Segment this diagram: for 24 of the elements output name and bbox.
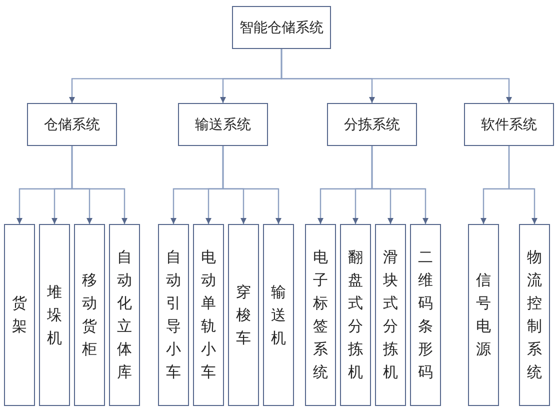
item-box: 信号电源 <box>468 224 499 406</box>
item-box: 电子标签系统 <box>305 224 336 406</box>
item-box: 翻盘式分拣机 <box>340 224 371 406</box>
category-box: 输送系统 <box>178 103 268 146</box>
item-box: 电动单轨小车 <box>193 224 224 406</box>
item-box: 物流控制系统 <box>519 224 550 406</box>
item-box: 滑块式分拣机 <box>375 224 406 406</box>
item-box: 自动化立体库 <box>109 224 140 406</box>
item-box: 自动引导小车 <box>158 224 189 406</box>
category-box: 仓储系统 <box>27 103 117 146</box>
category-box: 软件系统 <box>464 103 554 146</box>
category-box: 分拣系统 <box>327 103 417 146</box>
item-box: 二维码条形码 <box>410 224 441 406</box>
item-box: 货架 <box>4 224 35 406</box>
item-box: 堆垛机 <box>39 224 70 406</box>
item-box: 输送机 <box>263 224 294 406</box>
connector-arrow <box>71 146 128 224</box>
connector-arrow <box>280 49 512 103</box>
connector-arrow <box>508 146 538 224</box>
root-box: 智能仓储系统 <box>232 6 331 49</box>
connector-arrow <box>371 146 428 224</box>
connector-arrow <box>222 146 282 224</box>
item-box: 穿梭车 <box>228 224 259 406</box>
item-box: 移动货柜 <box>74 224 105 406</box>
